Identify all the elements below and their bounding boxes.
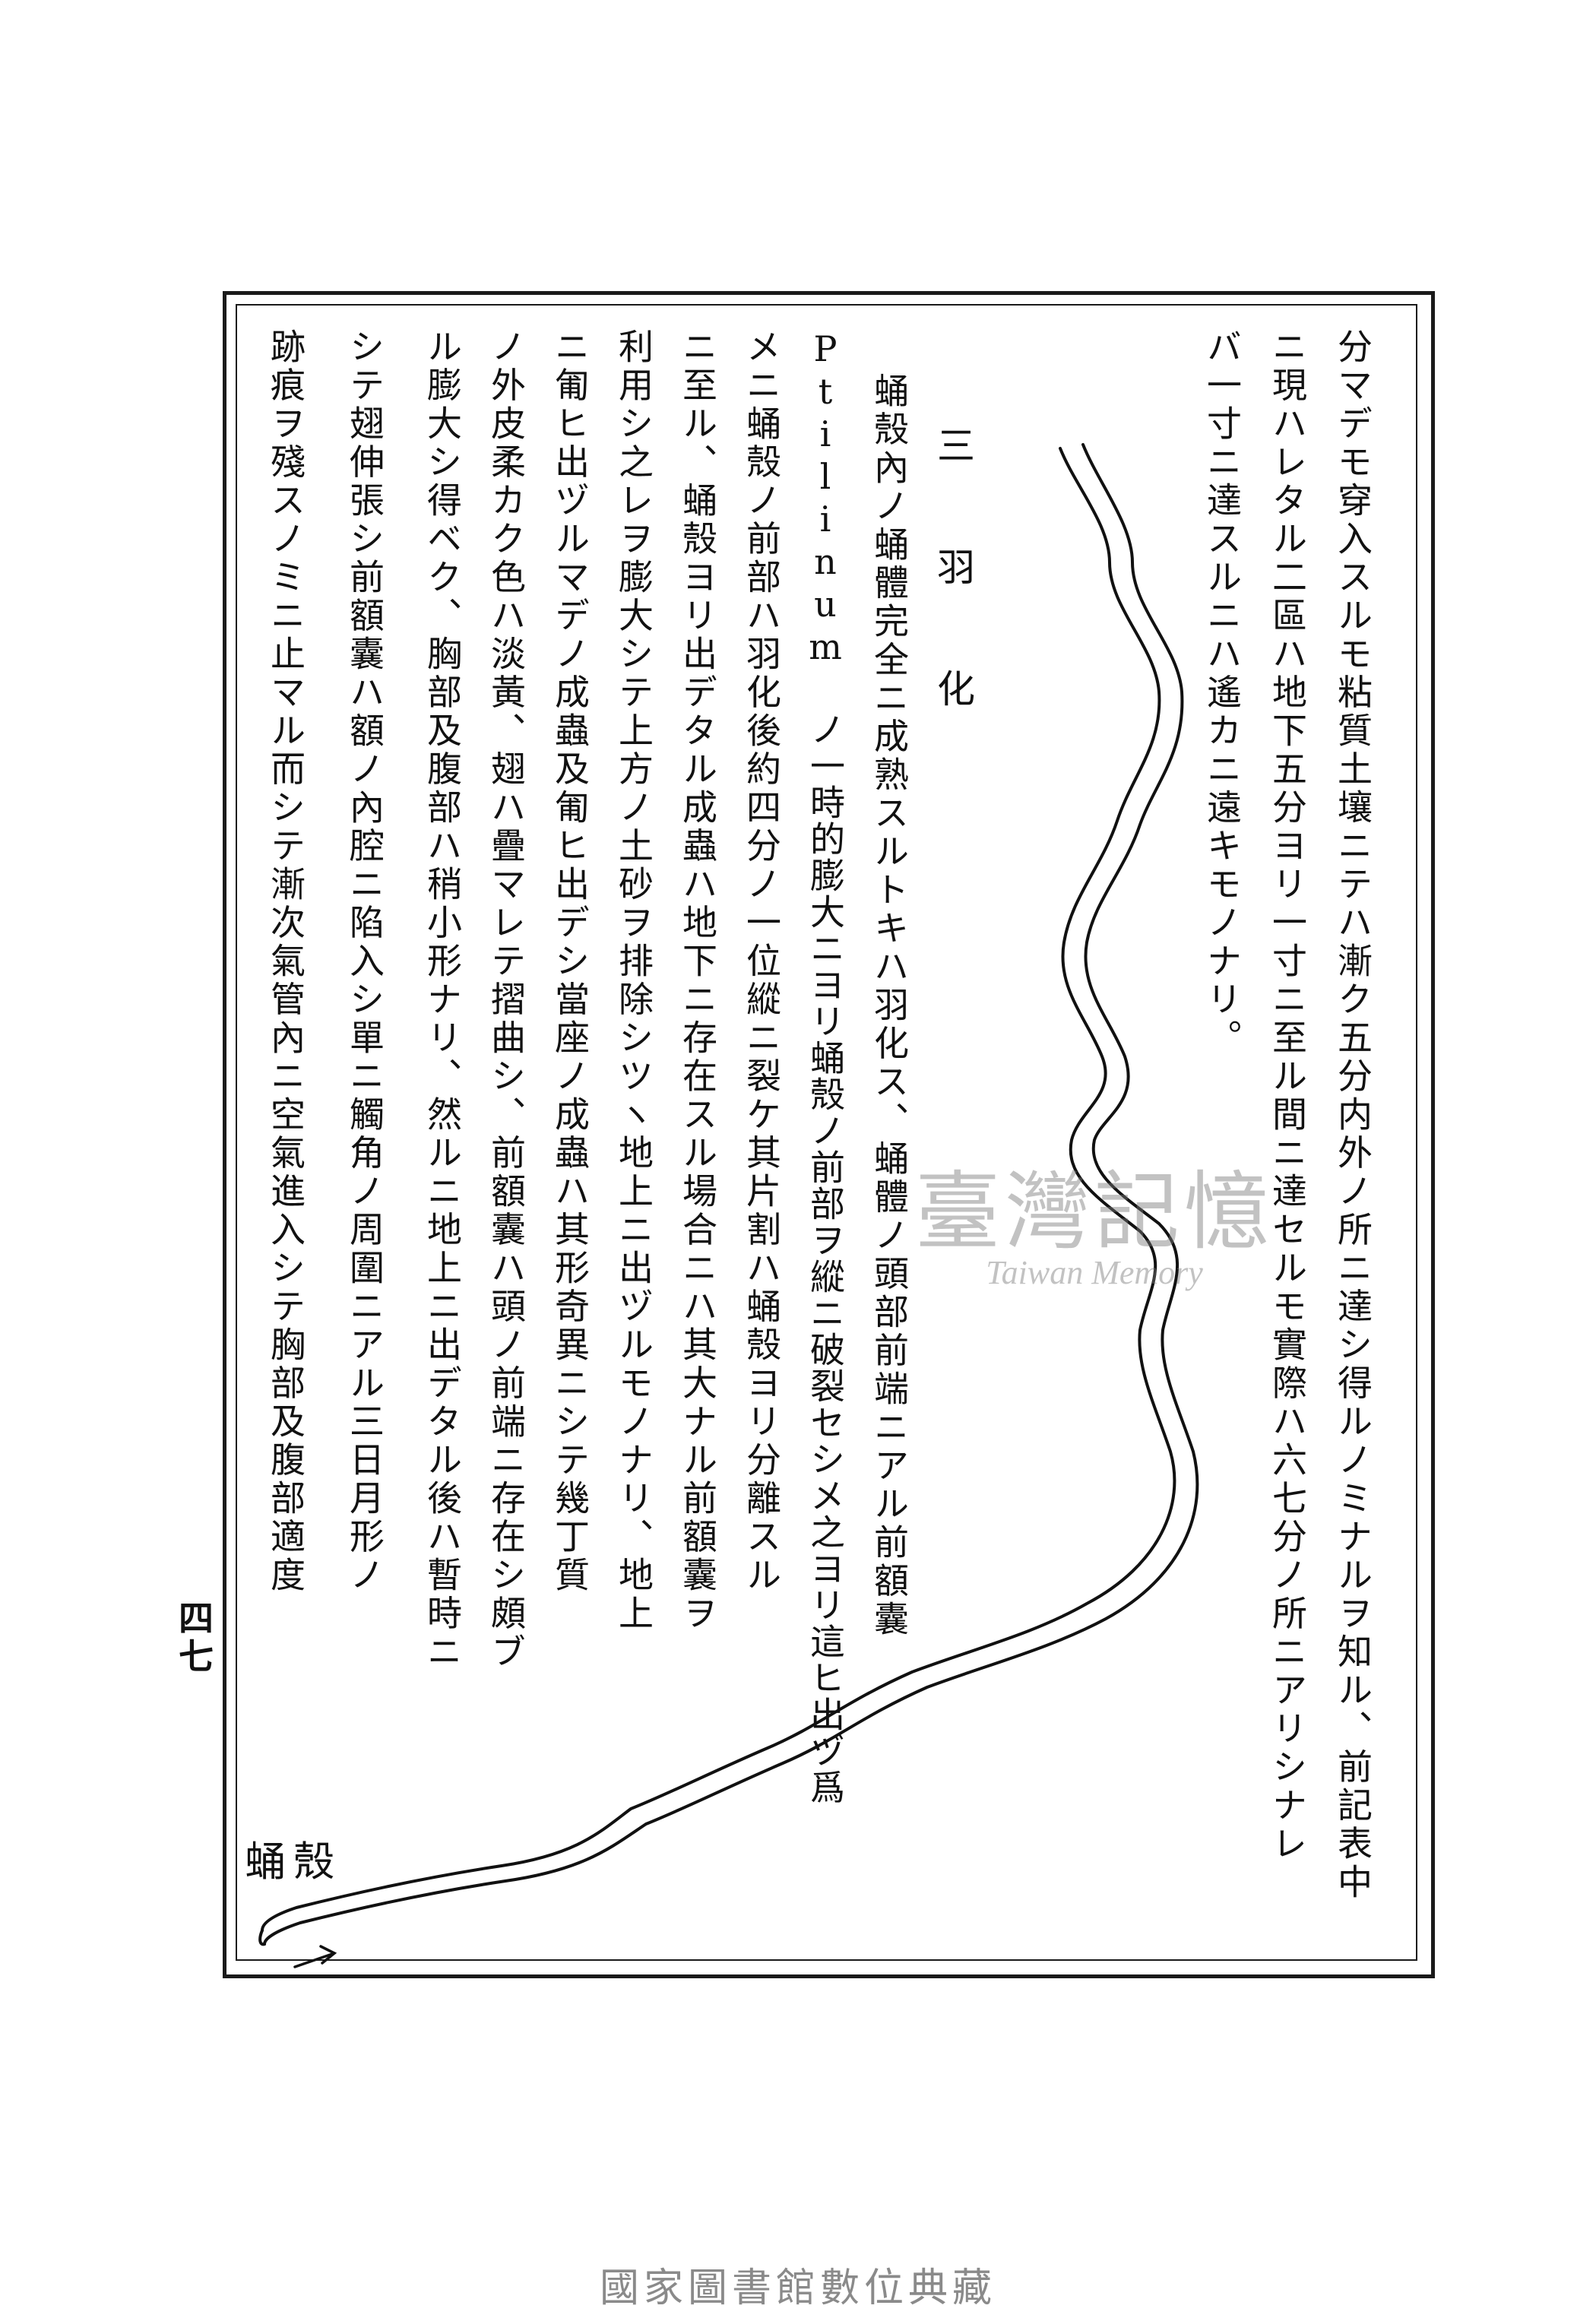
- body-text-column-8: ル膨大シ得ベク、胸部及腹部ハ稍小形ナリ、然ルニ地上ニ出デタル後ハ暫時ニ: [422, 328, 463, 1672]
- burrow-line-inner: [263, 443, 1199, 1946]
- body-text-column-1: 蛹殼內ノ蛹體完全ニ成熟スルトキハ羽化ス、蛹體ノ頭部前端ニアル前額囊: [869, 372, 910, 1639]
- body-text-column-7: ノ外皮柔カク色ハ淡黃、翅ハ疊マレテ摺曲シ、前額囊ハ頭ノ前端ニ存在シ頗ブ: [486, 328, 527, 1672]
- body-text-column-9: シテ翅伸張シ前額囊ハ額ノ內腔ニ陷入シ單ニ觸角ノ周圍ニアル三日月形ノ: [344, 328, 385, 1595]
- section-heading: 三 羽 化: [931, 426, 975, 730]
- intro-text-column-2: ニ現ハレタル二區ハ地下五分ヨリ一寸ニ至ル間ニ達セルモ實際ハ六七分ノ所ニアリシナレ: [1267, 328, 1308, 1864]
- burrow-tail-end: [258, 1929, 266, 1946]
- intro-text-column-1: 分マデモ穿入スルモ粘質土壤ニテハ漸ク五分内外ノ所ニ達シ得ルノミナルヲ知ル、前記表…: [1332, 328, 1373, 1902]
- arrow-head: [319, 1945, 337, 1965]
- body-text-column-4: ニ至ル、蛹殼ヨリ出デタル成蟲ハ地下ニ存在スル場合ニハ其大ナル前額囊ヲ: [677, 328, 718, 1633]
- page-border-outer: [223, 291, 1435, 1978]
- body-text-column-6: ニ匍ヒ出ヅルマデノ成蟲及匍ヒ出デシ當座ノ成蟲ハ其形奇異ニシテ幾丁質: [549, 328, 591, 1595]
- page-number: 四七: [173, 1600, 214, 1676]
- burrow-line-outer: [261, 447, 1176, 1932]
- footer-source-text: 國家圖書館數位典藏: [599, 2266, 996, 2311]
- body-text-column-5: 利用シ之レヲ膨大シテ上方ノ土砂ヲ排除シツヽ地上ニ出ヅルモノナリ、地上: [613, 328, 654, 1633]
- body-text-column-2: Ptilinum ノ一時的膨大ニヨリ蛹殼ノ前部ヲ縱ニ破裂セシメ之ヨリ這ヒ出ヅ爲: [805, 328, 846, 1806]
- body-text-column-3: メニ蛹殼ノ前部ハ羽化後約四分ノ一位縱ニ裂ケ其片割ハ蛹殼ヨリ分離スル: [741, 328, 782, 1595]
- body-text-column-10: 跡痕ヲ殘スノミニ止マル而シテ漸次氣管內ニ空氣進入シテ胸部及腹部適度: [265, 328, 306, 1595]
- intro-text-column-3: バ一寸ニ達スルニハ遙カニ遠キモノナリ。: [1202, 328, 1243, 1058]
- pupa-shell-label: 蛹殼: [245, 1838, 342, 1886]
- arrow-line: [293, 1952, 336, 1968]
- page-border-inner: [236, 304, 1417, 1961]
